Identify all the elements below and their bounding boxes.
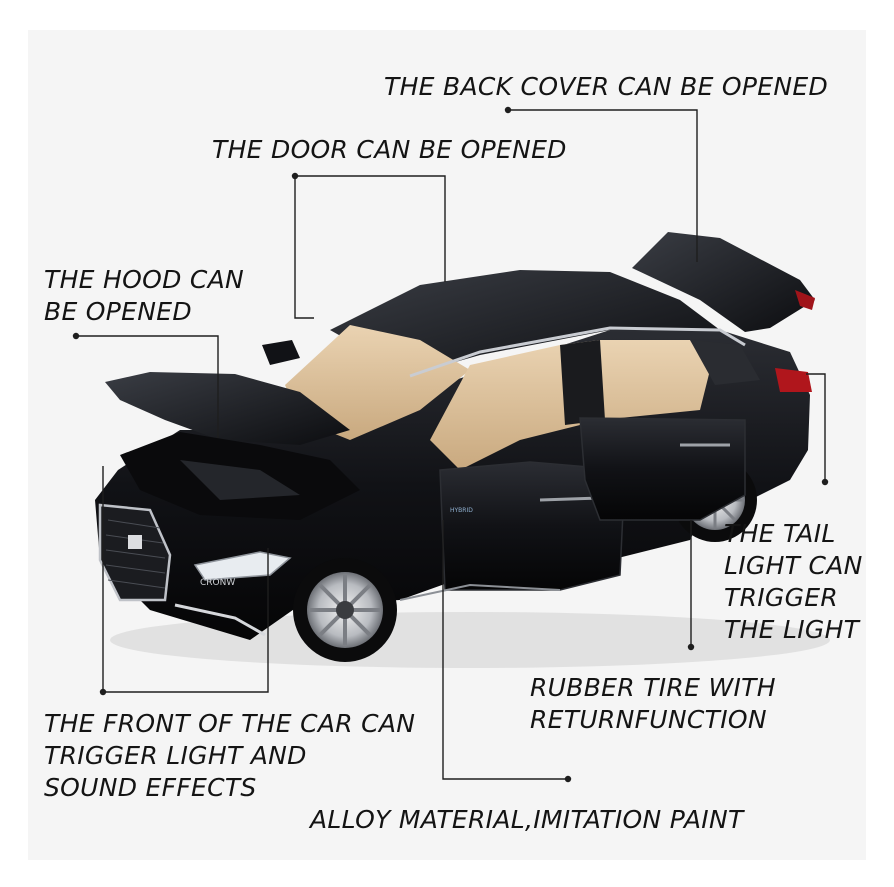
back-cover-label: THE BACK COVER CAN BE OPENED <box>384 72 829 101</box>
front-label: THE FRONT OF THE CAR CAN TRIGGER LIGHT A… <box>44 708 415 804</box>
tail-light-label-line: THE TAIL <box>724 519 836 548</box>
hood-label-line: THE HOOD CAN <box>44 265 245 294</box>
tail-light-leader <box>806 373 826 482</box>
callout-lines <box>76 109 826 780</box>
front-label-line: THE FRONT OF THE CAR CAN <box>44 709 416 738</box>
callout-dots <box>72 106 829 783</box>
tail-light <box>775 368 812 392</box>
tail-light-label-line: THE LIGHT <box>724 615 860 644</box>
tail-light-label-line: LIGHT CAN <box>724 551 863 580</box>
tire-label-line: RETURNFUNCTION <box>530 705 767 734</box>
hood-leader <box>76 335 219 438</box>
alloy-leader <box>442 520 568 780</box>
crown-badge: CRONW <box>200 578 235 588</box>
alloy-label: ALLOY MATERIAL,IMITATION PAINT <box>310 805 744 834</box>
headlight <box>193 551 292 581</box>
back-cover-leader <box>508 109 698 262</box>
front-leader <box>102 466 269 693</box>
tail-light-label: THE TAIL LIGHT CAN TRIGGER THE LIGHT <box>724 518 863 646</box>
hood <box>105 372 350 445</box>
tire-label-line: RUBBER TIRE WITH <box>530 673 776 702</box>
front-label-line: TRIGGER LIGHT AND <box>44 741 307 770</box>
front-wheel <box>293 558 397 662</box>
grille <box>98 503 172 602</box>
side-mirror <box>262 340 300 365</box>
windshield-interior <box>285 325 470 440</box>
door-leader-2 <box>295 175 446 282</box>
car-shadow <box>110 612 830 668</box>
tail-light-label-line: TRIGGER <box>724 583 839 612</box>
trunk-lid <box>632 232 815 332</box>
hood-label-line: BE OPENED <box>44 297 192 326</box>
tire-label: RUBBER TIRE WITH RETURNFUNCTION <box>530 672 776 736</box>
front-label-line: SOUND EFFECTS <box>44 773 257 802</box>
door-label: THE DOOR CAN BE OPENED <box>212 135 567 164</box>
hybrid-badge: HYBRID <box>450 507 473 514</box>
door-leader <box>294 176 314 319</box>
rear-door <box>579 417 746 521</box>
hood-label: THE HOOD CAN BE OPENED <box>44 264 244 328</box>
